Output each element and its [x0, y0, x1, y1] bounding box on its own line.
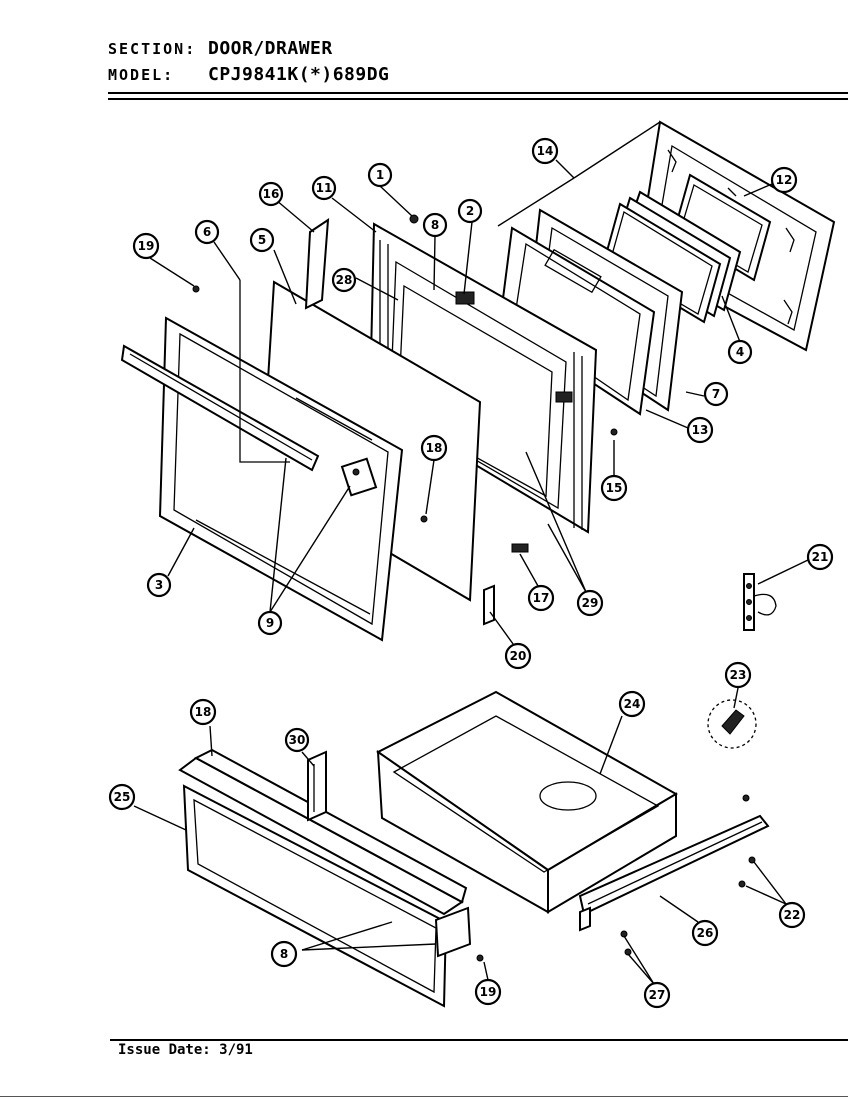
callout-23: 23 — [724, 661, 752, 689]
drawer-bracket — [307, 750, 327, 822]
model-value: CPJ9841K(*)689DG — [208, 64, 390, 85]
callout-13: 13 — [686, 416, 714, 444]
callout-24: 24 — [618, 690, 646, 718]
callout-5: 5 — [249, 227, 275, 253]
callout-8-drawer: 8 — [270, 940, 298, 968]
drawer-stop-bracket — [707, 699, 757, 749]
callout-23-label: 23 — [730, 668, 747, 682]
callout-1: 1 — [367, 162, 393, 188]
drawer-pan — [376, 690, 678, 914]
window-glass-sheet — [239, 280, 290, 463]
section-value: DOOR/DRAWER — [208, 38, 333, 59]
callout-8-door: 8 — [422, 212, 448, 238]
callout-4-label: 4 — [736, 345, 744, 359]
glass-panels-stack — [602, 190, 742, 324]
callout-11-label: 11 — [316, 181, 333, 195]
page-bottom-rule — [0, 1096, 848, 1097]
leader-lines — [133, 121, 809, 985]
issue-date: Issue Date: 3/91 — [118, 1042, 253, 1058]
callout-18-drawer: 18 — [189, 698, 217, 726]
header-rule-top — [108, 92, 848, 94]
callout-11: 11 — [311, 175, 337, 201]
callout-25-label: 25 — [114, 790, 131, 804]
callout-13-label: 13 — [692, 423, 709, 437]
callout-1-label: 1 — [376, 168, 384, 182]
callout-2-label: 2 — [466, 204, 474, 218]
callout-4: 4 — [727, 339, 753, 365]
side-clip — [304, 218, 330, 310]
callout-21-label: 21 — [812, 550, 829, 564]
callout-28: 28 — [331, 267, 357, 293]
callout-19-door: 19 — [132, 232, 160, 260]
callout-22: 22 — [778, 901, 806, 929]
callout-6-label: 6 — [203, 225, 211, 239]
callout-19-drawer: 19 — [474, 978, 502, 1006]
callout-17: 17 — [527, 584, 555, 612]
callout-24-label: 24 — [624, 697, 641, 711]
callout-9: 9 — [257, 610, 283, 636]
callout-18-drawer-label: 18 — [195, 705, 212, 719]
callout-16-label: 16 — [263, 187, 280, 201]
callout-19-drawer-label: 19 — [480, 985, 497, 999]
section-label: SECTION: — [108, 40, 197, 58]
callout-14: 14 — [531, 137, 559, 165]
callout-12-label: 12 — [776, 173, 793, 187]
callout-25: 25 — [108, 783, 136, 811]
callout-12: 12 — [770, 166, 798, 194]
callout-22-label: 22 — [784, 908, 801, 922]
drawer-handle-bar — [178, 748, 472, 958]
callout-18-door: 18 — [420, 434, 448, 462]
handle-bracket — [340, 457, 378, 497]
callout-29: 29 — [576, 589, 604, 617]
callout-27: 27 — [643, 981, 671, 1009]
model-label: MODEL: — [108, 66, 175, 84]
callout-27-label: 27 — [649, 988, 666, 1002]
callout-3-label: 3 — [155, 578, 163, 592]
hinge-assembly — [743, 573, 777, 631]
callout-18-door-label: 18 — [426, 441, 443, 455]
callout-15: 15 — [600, 474, 628, 502]
callout-8-drawer-label: 8 — [280, 947, 288, 961]
callout-8-door-label: 8 — [431, 218, 439, 232]
drawer-front-panel — [182, 784, 448, 1008]
callout-28-label: 28 — [336, 273, 353, 287]
callout-5-label: 5 — [258, 233, 266, 247]
callout-14-label: 14 — [537, 144, 554, 158]
callout-16: 16 — [258, 181, 284, 207]
callout-6: 6 — [194, 219, 220, 245]
callout-26-label: 26 — [697, 926, 714, 940]
callout-2: 2 — [457, 198, 483, 224]
callout-30: 30 — [284, 727, 310, 753]
callout-15-label: 15 — [606, 481, 623, 495]
callout-20: 20 — [504, 642, 532, 670]
header-rule-bottom — [108, 98, 848, 100]
callout-26: 26 — [691, 919, 719, 947]
callout-30-label: 30 — [289, 733, 306, 747]
callout-7-label: 7 — [712, 387, 720, 401]
callout-21: 21 — [806, 543, 834, 571]
section-heading: SECTION: DOOR/DRAWER — [108, 38, 333, 59]
outer-door-panel — [158, 316, 404, 642]
callout-7: 7 — [703, 381, 729, 407]
callout-17-label: 17 — [533, 591, 550, 605]
glass-pack — [672, 173, 772, 282]
callout-29-label: 29 — [582, 596, 599, 610]
callout-9-label: 9 — [266, 616, 274, 630]
callout-19-door-label: 19 — [138, 239, 155, 253]
door-handle-trim — [120, 344, 320, 472]
model-heading: MODEL: CPJ9841K(*)689DG — [108, 64, 389, 85]
drawer-rail — [578, 814, 770, 932]
callout-20-label: 20 — [510, 649, 527, 663]
outer-window-frame — [498, 226, 656, 416]
footer-rule — [110, 1039, 848, 1041]
callout-3: 3 — [146, 572, 172, 598]
